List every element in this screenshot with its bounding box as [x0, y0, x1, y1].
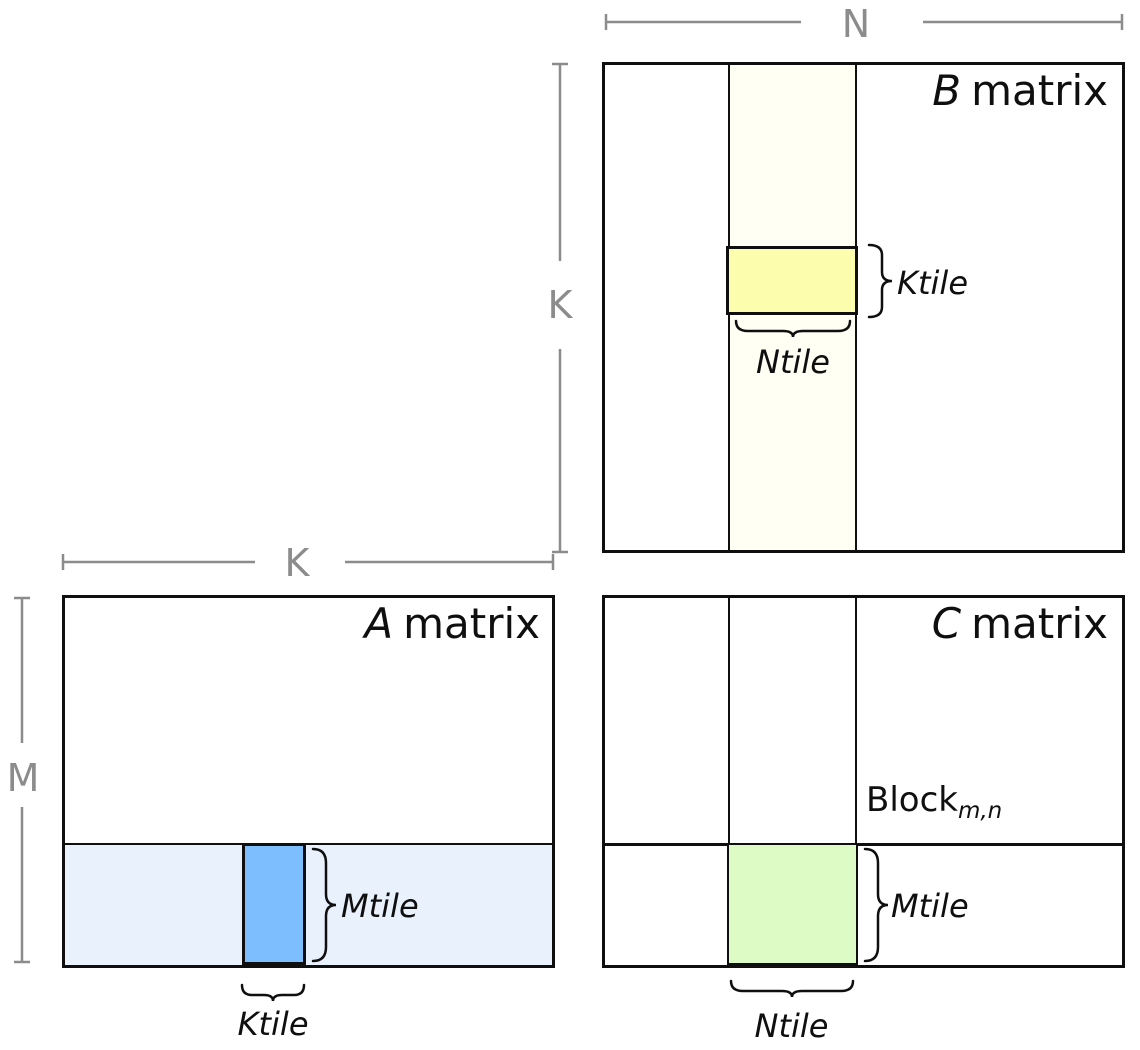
b-matrix-box	[602, 62, 1125, 553]
k-dimension-label-vertical: K	[547, 283, 573, 327]
a-mtile-label: Mtile	[341, 887, 419, 925]
c-mtile-label: Mtile	[891, 887, 969, 925]
c-column-line-right	[855, 598, 857, 965]
a-mtile-brace-icon	[311, 847, 337, 963]
c-matrix-box	[602, 595, 1125, 968]
b-matrix-letter: B	[932, 66, 962, 115]
c-matrix-word: matrix	[971, 599, 1108, 648]
c-ntile-label: Ntile	[754, 1007, 829, 1045]
c-ntile-brace-icon	[729, 979, 855, 998]
a-ktile-brace-icon	[240, 983, 306, 1002]
b-matrix-word: matrix	[971, 66, 1108, 115]
n-dimension-label: N	[841, 2, 871, 46]
b-ntile-brace-icon	[734, 319, 852, 338]
b-ktile-tile	[726, 246, 858, 315]
k-dimension-line-vertical	[552, 62, 568, 554]
a-ktile-tile	[242, 843, 306, 965]
a-matrix-letter: A	[364, 599, 394, 648]
n-dimension-line	[604, 14, 1124, 30]
c-matrix-letter: C	[931, 599, 962, 648]
a-ktile-label: Ktile	[237, 1005, 309, 1043]
c-block-tile	[727, 843, 858, 965]
c-mtile-brace-icon	[863, 847, 889, 963]
a-matrix-word: matrix	[403, 599, 540, 648]
k-dimension-label-horizontal: K	[284, 541, 310, 585]
c-block-label: Blockm,n	[866, 780, 1002, 824]
c-block-label-subscript: m,n	[957, 798, 1003, 824]
k-dimension-line-horizontal	[61, 554, 555, 570]
b-ktile-label: Ktile	[897, 264, 968, 302]
b-ntile-label: Ntile	[756, 343, 830, 381]
m-dimension-line	[14, 596, 30, 964]
c-column-line-left	[728, 598, 730, 965]
m-dimension-label: M	[6, 756, 40, 800]
c-block-label-base: Block	[866, 780, 958, 820]
b-ktile-brace-icon	[867, 243, 893, 319]
a-row-strip	[65, 843, 552, 965]
c-row-line	[605, 843, 1122, 846]
